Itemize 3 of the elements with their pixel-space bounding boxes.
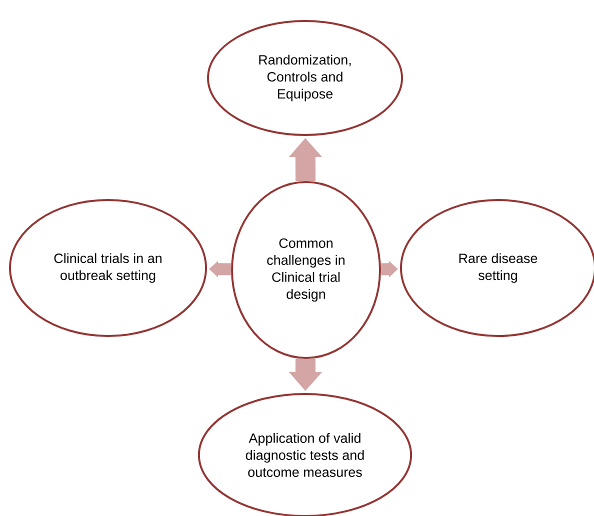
ellipse-node: Common challenges in Clinical trial design: [231, 181, 381, 359]
ellipse-node: Randomization, Controls and Equipose: [207, 20, 403, 136]
ellipse-node: Clinical trials in an outbreak setting: [9, 199, 207, 337]
